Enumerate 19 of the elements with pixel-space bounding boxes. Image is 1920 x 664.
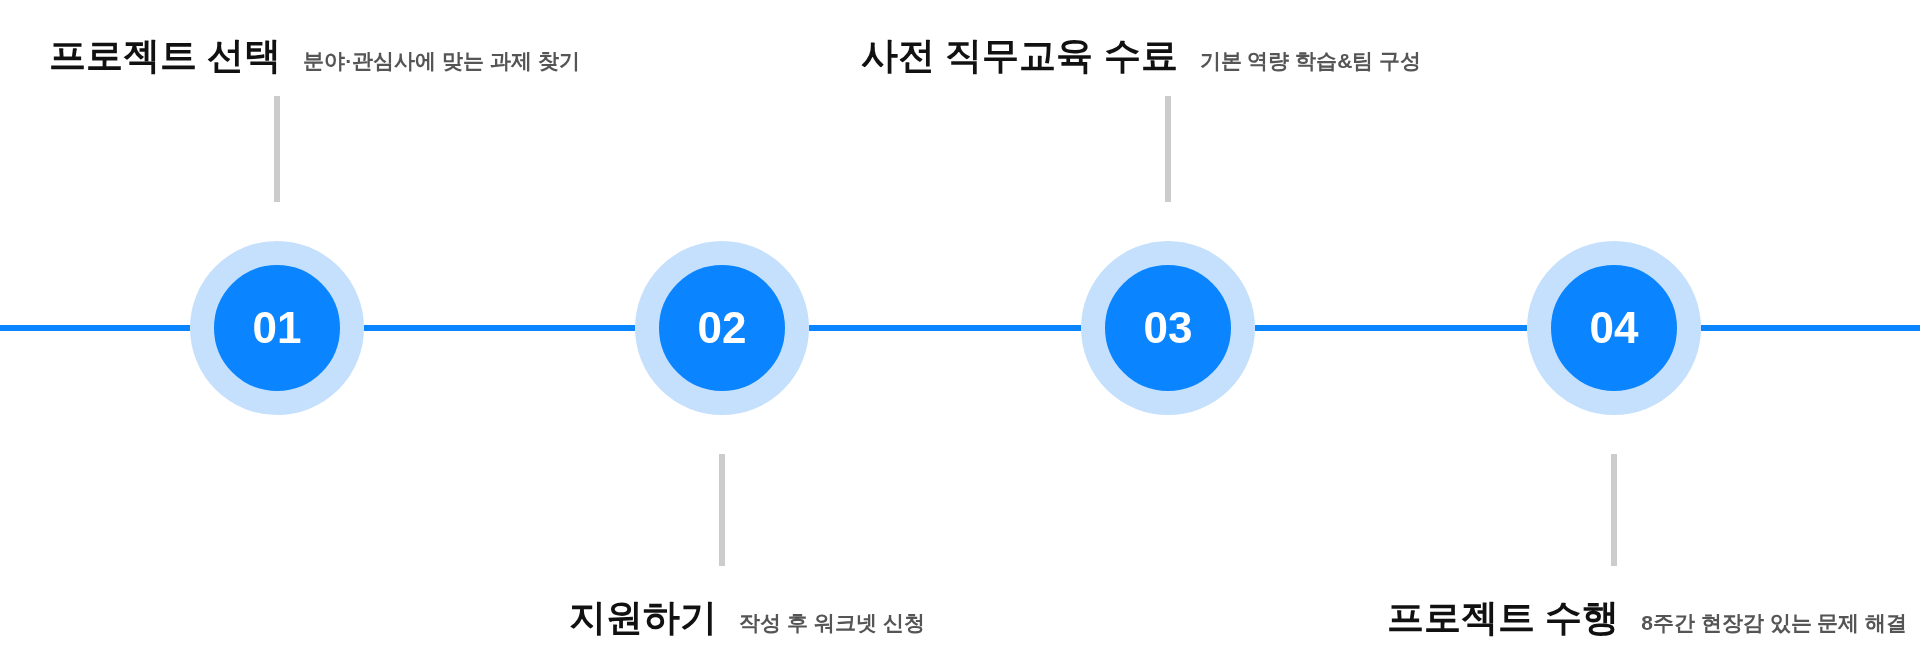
connector-line [1611, 454, 1617, 566]
step-title: 프로젝트 선택 [49, 34, 282, 78]
step-number: 02 [697, 306, 747, 350]
connector-line [274, 96, 280, 202]
step-title: 사전 직무교육 수료 [861, 34, 1178, 78]
step-description: 분야·관심사에 맞는 과제 찾기 [303, 48, 580, 74]
connector-line [719, 454, 725, 566]
timeline-line [809, 325, 1081, 331]
timeline-line [364, 325, 635, 331]
step-number: 01 [252, 306, 302, 350]
step-description: 기본 역량 학습&팀 구성 [1199, 48, 1422, 74]
step-title: 지원하기 [569, 596, 717, 640]
step-description: 8주간 현장감 있는 문제 해결 [1641, 610, 1908, 636]
timeline-line [1255, 325, 1527, 331]
step-description: 작성 후 워크넷 신청 [739, 610, 925, 636]
step-number: 04 [1589, 306, 1639, 350]
connector-line [1165, 96, 1171, 202]
step-title: 프로젝트 수행 [1387, 596, 1620, 640]
step-number: 03 [1143, 306, 1193, 350]
